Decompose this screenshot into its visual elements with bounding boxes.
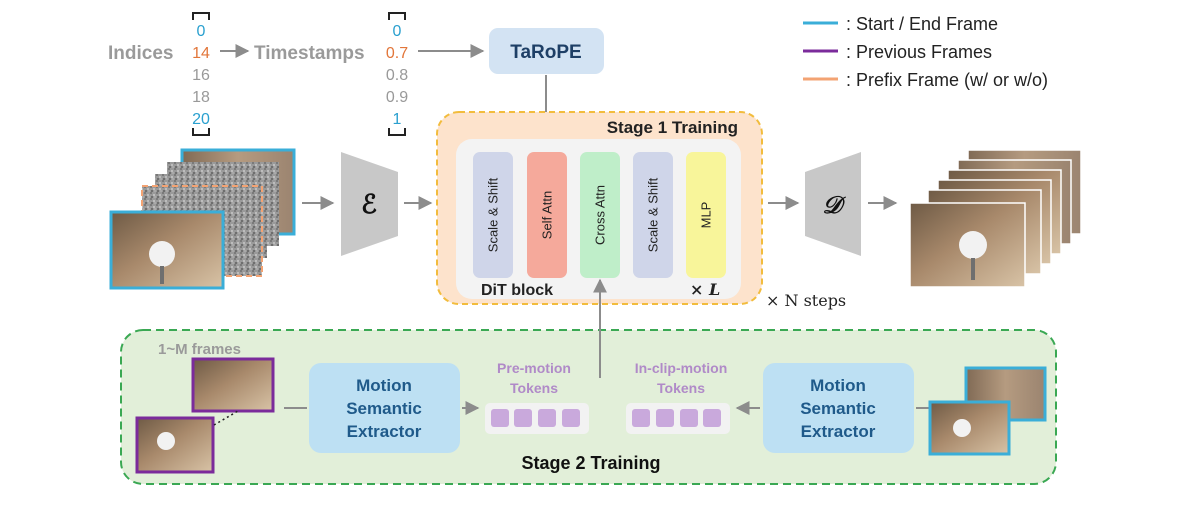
- clip-start-frame: [928, 400, 1011, 456]
- timestamp-value: 1: [393, 111, 402, 128]
- encoder-symbol: ℰ: [361, 190, 377, 220]
- extractor-left-line: Extractor: [347, 422, 422, 441]
- clip-frames: [928, 366, 1047, 456]
- dit-block-label: DiT block: [481, 282, 553, 299]
- dit-sub-blocks: Scale & Shift Self Attn Cross Attn Scale…: [473, 152, 726, 278]
- pre-motion-token: [514, 409, 532, 427]
- encoder-trapezoid: [341, 152, 398, 256]
- indices-bracket-bottom: [192, 128, 210, 136]
- index-value: 14: [192, 45, 210, 62]
- indices-column: 0 14 16 18 20: [192, 12, 210, 136]
- pre-motion-label: Pre-motion: [497, 360, 571, 376]
- legend-prefix-label: : Prefix Frame (w/ or w/o): [846, 70, 1048, 90]
- motion-semantic-extractor-right: [763, 363, 914, 453]
- scale-shift-block-2: [633, 152, 673, 278]
- bulb-icon: [959, 231, 987, 259]
- self-attn-block-label: Self Attn: [540, 191, 555, 239]
- indices-bracket-top: [192, 12, 210, 20]
- timestamp-value: 0: [393, 23, 402, 40]
- previous-frame-1: [191, 357, 275, 413]
- pre-motion-label: Tokens: [510, 380, 558, 396]
- stage2-title: Stage 2 Training: [521, 453, 660, 473]
- output-frame-stack: [909, 149, 1082, 288]
- extractor-right-line: Semantic: [800, 399, 876, 418]
- scale-shift-block-2-label: Scale & Shift: [646, 177, 661, 252]
- previous-frames: [135, 357, 275, 474]
- bulb-icon: [953, 419, 971, 437]
- scale-shift-block-1: [473, 152, 513, 278]
- timestamp-value: 0.9: [386, 89, 408, 106]
- legend-start-end-label: : Start / End Frame: [846, 14, 998, 34]
- previous-frame-2: [135, 416, 215, 474]
- tarope-box: [489, 28, 604, 74]
- tarope-label: TaRoPE: [510, 42, 581, 63]
- stage1-title: Stage 1 Training: [607, 118, 738, 137]
- index-value: 0: [197, 23, 206, 40]
- frames-label: 1~M frames: [158, 341, 241, 358]
- timestamps-bracket-bottom: [388, 128, 406, 136]
- timestamps-label: Timestamps: [254, 43, 365, 64]
- timestamp-value: 0.7: [386, 45, 408, 62]
- legend-previous-label: : Previous Frames: [846, 42, 992, 62]
- extractor-right-line: Motion: [810, 376, 866, 395]
- extractor-left-line: Motion: [356, 376, 412, 395]
- bulb-stem: [160, 266, 164, 284]
- times-l-label: × L: [690, 280, 720, 299]
- index-value: 20: [192, 111, 210, 128]
- index-value: 16: [192, 67, 210, 84]
- extractor-right-line: Extractor: [801, 422, 876, 441]
- mlp-block-label: MLP: [699, 202, 714, 229]
- scale-shift-block-1-label: Scale & Shift: [486, 177, 501, 252]
- bulb-icon: [149, 241, 175, 267]
- bulb-icon: [157, 432, 175, 450]
- indices-label: Indices: [108, 43, 173, 64]
- timestamp-value: 0.8: [386, 67, 408, 84]
- in-clip-motion-token: [656, 409, 674, 427]
- mlp-block: [686, 152, 726, 278]
- self-attn-block: [527, 152, 567, 278]
- in-clip-motion-token: [632, 409, 650, 427]
- motion-semantic-extractor-left: [309, 363, 460, 453]
- decoder-trapezoid: [805, 152, 861, 256]
- legend: : Start / End Frame : Previous Frames : …: [803, 14, 1048, 90]
- cross-attn-block: [580, 152, 620, 278]
- index-value: 18: [192, 89, 210, 106]
- n-steps-label: × N steps: [766, 291, 846, 310]
- in-clip-motion-label: Tokens: [657, 380, 705, 396]
- pre-motion-token: [491, 409, 509, 427]
- timestamps-column: 0 0.7 0.8 0.9 1: [386, 12, 408, 136]
- pre-motion-token: [562, 409, 580, 427]
- extractor-left-line: Semantic: [346, 399, 422, 418]
- timestamps-bracket-top: [388, 12, 406, 20]
- input-frame-stack: [109, 148, 296, 290]
- in-clip-motion-label: In-clip-motion: [635, 360, 728, 376]
- in-clip-motion-token: [680, 409, 698, 427]
- in-clip-motion-token: [703, 409, 721, 427]
- pre-motion-token: [538, 409, 556, 427]
- cross-attn-block-label: Cross Attn: [593, 185, 608, 245]
- bulb-stem: [971, 258, 975, 280]
